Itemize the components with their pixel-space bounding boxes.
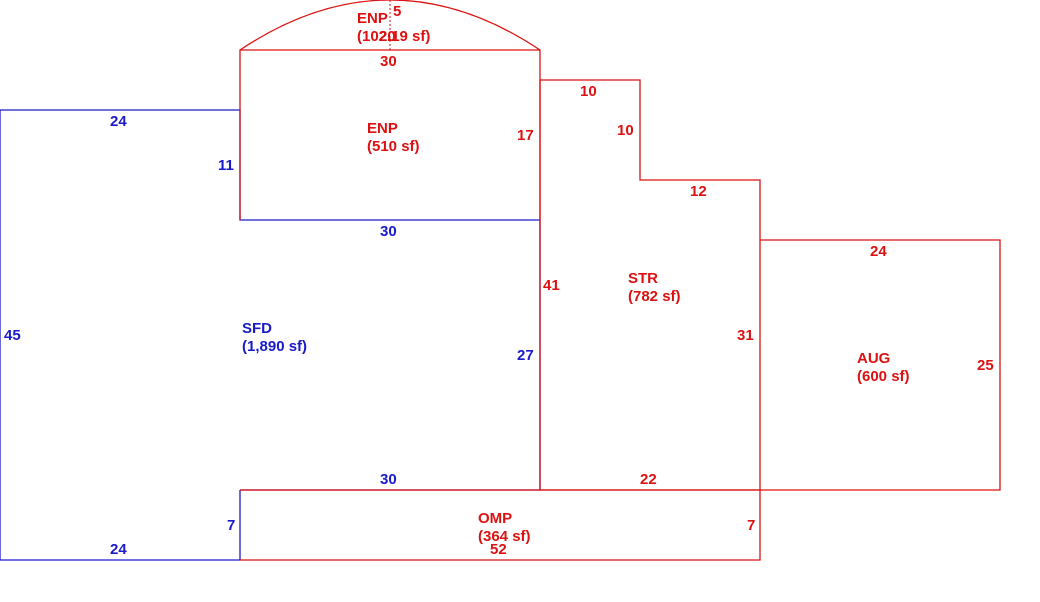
dim-sfd-mid: 30 [380,223,397,240]
dim-sfd-lower-top: 30 [380,471,397,488]
enp-main-area-label: (510 sf) [367,138,420,155]
dim-omp-right: 7 [747,517,755,534]
sfd-code-label: SFD [242,320,272,337]
dim-sfd-right: 27 [517,347,534,364]
enp-arc-code-label: ENP [357,10,388,27]
dim-omp-bottom: 52 [490,541,507,558]
enp-arc-area-label: (102.19 sf) [357,28,430,45]
enp-main-code-label: ENP [367,120,398,137]
dim-aug-top: 24 [870,243,887,260]
dim-str-step-top: 12 [690,183,707,200]
dim-sfd-bottom: 24 [110,541,127,558]
dim-str-right: 31 [737,327,754,344]
omp-outline [240,489,761,561]
dim-enp-top: 30 [380,53,397,70]
omp-code-label: OMP [478,510,512,527]
dim-sfd-notch: 11 [218,157,234,174]
str-code-label: STR [628,270,658,287]
dim-str-top: 10 [580,83,597,100]
dim-sfd-step: 7 [227,517,235,534]
dim-enp-arc-chord: 20 [379,28,396,45]
sfd-area-label: (1,890 sf) [242,338,307,355]
dim-enp-right: 17 [517,127,534,144]
aug-outline [760,239,1001,491]
dim-str-bottom: 22 [640,471,657,488]
aug-code-label: AUG [857,350,890,367]
dim-sfd-top: 24 [110,113,127,130]
dim-str-left: 41 [543,277,560,294]
str-area-label: (782 sf) [628,288,681,305]
dim-aug-right: 25 [977,357,994,374]
aug-area-label: (600 sf) [857,368,910,385]
omp-area-label: (364 sf) [478,528,531,545]
dim-sfd-left: 45 [4,327,21,344]
dim-str-step: 10 [617,122,634,139]
dim-enp-arc-rise: 5 [393,3,401,20]
